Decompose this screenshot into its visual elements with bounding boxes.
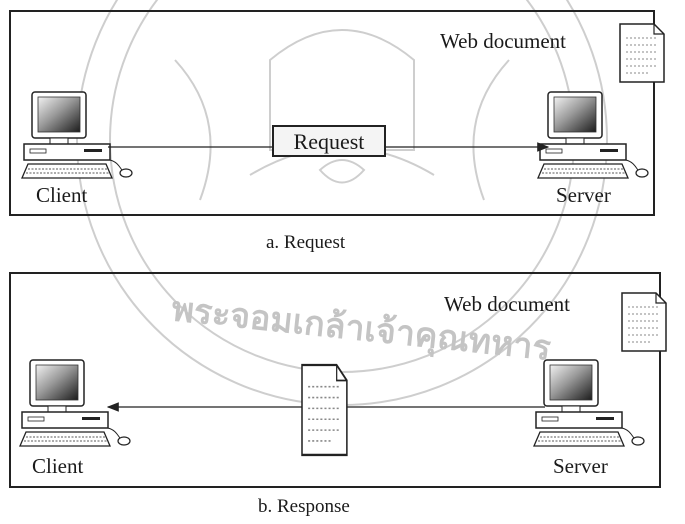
response-client-label: Client <box>32 454 83 478</box>
request-web-document-label: Web document <box>440 29 566 53</box>
server-computer-icon <box>537 91 649 179</box>
request-panel-frame <box>9 10 655 216</box>
server-computer-icon <box>533 359 645 447</box>
request-message-box <box>272 125 386 157</box>
request-message-label: Request <box>294 129 365 154</box>
client-computer-icon <box>19 359 131 447</box>
response-caption: b. Response <box>258 496 350 517</box>
request-client-label: Client <box>36 183 87 207</box>
response-panel: Web document Client Server <box>9 272 667 488</box>
client-computer-icon <box>21 91 133 179</box>
response-panel-frame <box>9 272 661 488</box>
transferred-document-icon <box>300 363 349 457</box>
request-panel: Request Web document Client Server <box>9 10 665 216</box>
web-document-icon <box>619 23 665 83</box>
response-web-document-label: Web document <box>444 292 570 316</box>
response-server-label: Server <box>553 454 608 478</box>
request-caption: a. Request <box>266 232 346 253</box>
request-server-label: Server <box>556 183 611 207</box>
web-document-icon <box>621 292 667 352</box>
